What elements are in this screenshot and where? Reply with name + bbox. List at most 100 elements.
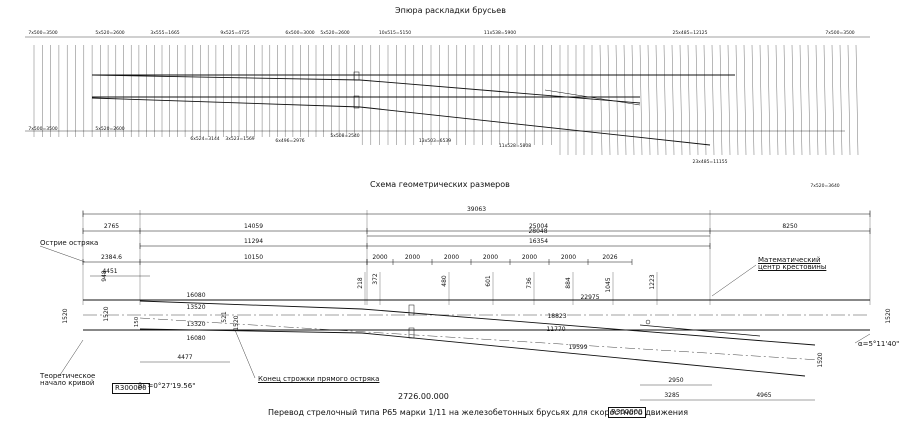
tie [735,44,739,156]
tie [687,44,691,156]
drawing-caption: Перевод стрелочный типа Р65 марки 1/11 н… [268,408,689,417]
dim-13320: 13320 [186,321,205,328]
dim-4965: 4965 [756,392,771,399]
tie [743,44,747,156]
curved-rail-1b [359,79,641,104]
ostrie-label: Острие остряка [40,239,99,247]
dim-row3-label: 10150 [244,254,263,261]
tie-group-bottom: 23x485=11155 [692,159,727,165]
tie-group-top: 9x525=4725 [220,30,249,36]
radius-stamp-right: R300000 [608,407,646,418]
tie-group-bottom: 5x520=2600 [95,126,124,132]
dim-19599: 19599 [568,344,587,351]
tie [655,44,659,156]
joint-box [353,71,360,81]
tie-group-top: 7x500=3500 [825,30,854,36]
leader-teor [59,339,84,376]
dim-total-label: 39063 [467,206,486,213]
tie [727,44,731,156]
tie [839,44,843,156]
curved-rail-1 [91,74,361,81]
drawing-number: 2726.00.000 [398,392,449,401]
offset-label: 1045 [605,277,612,292]
gauge-mid: 1520 [103,306,110,321]
tie-group-top: 25x485=12125 [672,30,707,36]
dim-521: 521 [221,311,228,323]
gauge-left: 1520 [62,308,69,323]
offset-label: 1223 [649,274,656,289]
dim-4451: 4451 [102,268,117,275]
tie [671,44,675,156]
curve-axis [139,317,821,361]
tie [631,44,635,156]
dim-2950: 2950 [668,377,683,384]
tie [647,44,651,156]
tie-layout-rails [91,71,735,146]
dim-step-label: 2000 [522,254,537,261]
dim-row1-label: 14059 [244,223,263,230]
ties-layer: 7x500=3500 5x520=2600 3x555=1665 9x525=4725… [25,30,870,189]
leader-konec [234,329,256,379]
curved-rail-2b [359,106,711,146]
dim-step-label: 2000 [561,254,576,261]
dim-step-label: 2000 [483,254,498,261]
switch-rail-1 [139,300,363,310]
tie [855,44,859,156]
dim-step-label: 2000 [444,254,459,261]
dim-16080-bot: 16080 [186,335,205,342]
tie [719,44,723,156]
diverge-rail-2 [361,332,806,377]
beta-angle-label: β₁ =0°27'19.56" [138,382,196,390]
offset-label: 601 [485,275,492,287]
gauge-right: 1520 [885,308,892,323]
tie-group-bottom: 6x496=2976 [275,138,304,144]
leader-math [711,264,757,297]
diverge-rail-1 [361,308,816,346]
tie-group-bottom: 6x524=3144 [190,136,219,142]
joint-marker [408,327,415,339]
tie-group-top: 7x500=3500 [28,30,57,36]
tie-group-top: 5x520=2600 [320,30,349,36]
frog-wing [544,89,641,106]
dim-row1-label: 25004 [529,223,548,230]
dim-11770: 11770 [546,326,565,333]
tie [783,44,787,156]
switch-rail-2 [139,328,363,334]
dim-150: 150 [134,316,140,327]
tie [711,44,715,156]
tie [663,44,667,156]
joint-marker [408,304,415,316]
dim-row1-label: 8250 [782,223,797,230]
tie-layout-title: Эпюра раскладки брусьев [395,6,506,15]
math-center-label: Математический центр крестовины [758,256,827,271]
tie [703,44,707,156]
tie [695,44,699,156]
tie [847,44,851,156]
dim-22975: 22975 [580,294,599,301]
tie [799,44,803,156]
dim-16080-top: 16080 [186,292,205,299]
dim-row2-label: 16354 [529,238,548,245]
tie-group-top: 3x555=1665 [150,30,179,36]
tie-group-bottom: 7x520=3640 [810,183,839,189]
offset-label: 884 [565,277,572,289]
leader-ostrie [39,245,86,263]
tie-group-top: 5x520=2600 [95,30,124,36]
tie-group-top: 10x515=5150 [379,30,411,36]
tie [679,44,683,156]
offset-label: 372 [372,273,379,285]
dim-step-label: 2000 [405,254,420,261]
dim-13520: 13520 [186,304,205,311]
dim-1520-b: 1520 [233,315,240,330]
konec-strozhki-label: Конец строжки прямого остряка [258,375,380,383]
dim-row2-label: 11294 [244,238,263,245]
dim-948: 948 [101,270,108,282]
dim-18823: 18823 [547,313,566,320]
tie [759,44,763,156]
dim-row3-label: 2384.6 [101,254,122,261]
tie-group-bottom: 13x503=6539 [419,138,451,144]
curved-rail-2 [91,97,361,108]
joint-box [353,95,360,109]
